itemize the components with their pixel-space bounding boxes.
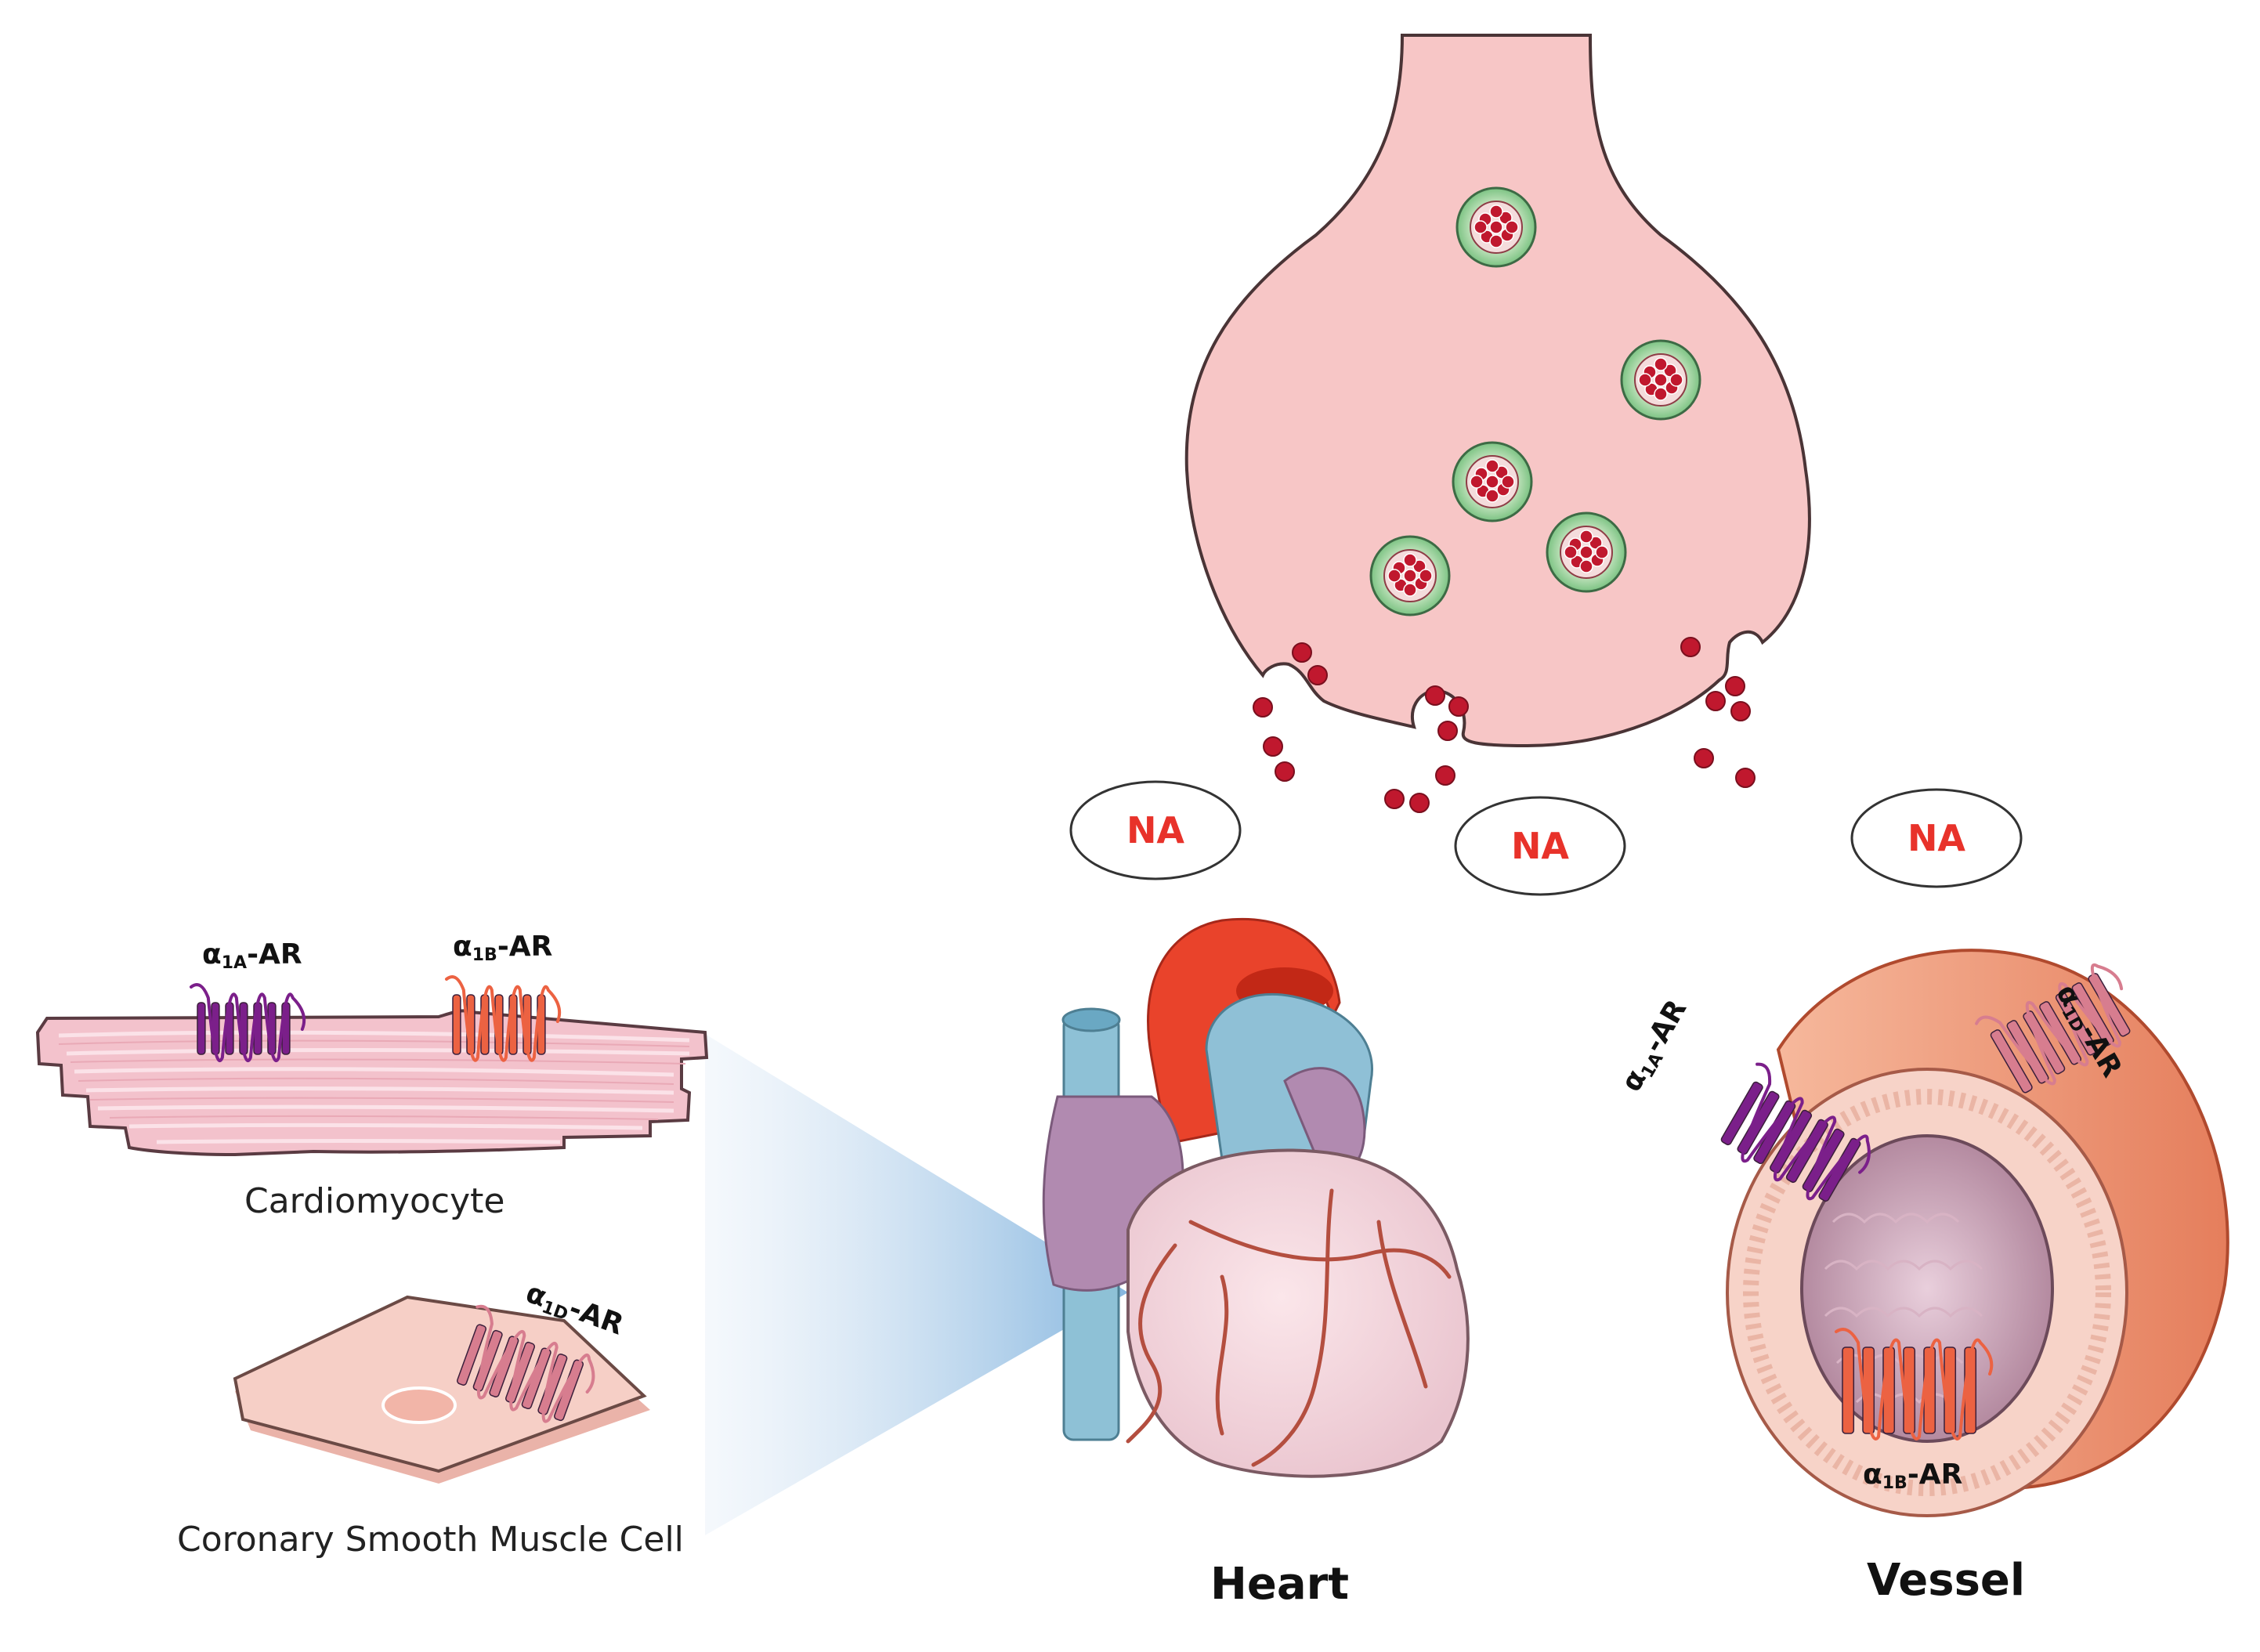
vesicle [1455, 186, 1537, 268]
alpha1b-label-vessel: α1B-AR [1863, 1459, 1962, 1493]
na-label: NA [1511, 825, 1569, 867]
coronary-smc-label: Coronary Smooth Muscle Cell [177, 1520, 684, 1560]
noradrenaline-molecule [1448, 696, 1469, 717]
noradrenaline-molecule [1705, 691, 1726, 711]
receptor-suffix: -AR [247, 938, 302, 971]
receptor-subtype: 1A [221, 953, 248, 973]
synaptic-vesicles [1369, 186, 1701, 616]
noradrenaline-molecule [1307, 665, 1328, 685]
noradrenaline-molecule [1292, 642, 1312, 663]
alpha1b-receptor-vessel [1835, 1328, 1994, 1441]
vessel-label: Vessel [1867, 1555, 2026, 1606]
receptor-suffix: -AR [497, 931, 553, 963]
released-noradrenaline [1253, 637, 1756, 813]
na-bubble-3: NA [1850, 788, 2023, 888]
receptor-symbol: α [453, 931, 472, 963]
receptor-subtype: 1B [1882, 1473, 1907, 1493]
heart-label: Heart [1210, 1559, 1350, 1610]
noradrenaline-molecule [1694, 748, 1714, 768]
noradrenaline-molecule [1409, 793, 1430, 813]
na-label: NA [1126, 809, 1184, 851]
noradrenaline-molecule [1437, 721, 1458, 741]
noradrenaline-molecule [1730, 701, 1751, 721]
noradrenaline-molecule [1435, 765, 1455, 786]
cardiomyocyte-label: Cardiomyocyte [244, 1181, 505, 1221]
receptor-symbol: α [1863, 1459, 1882, 1491]
na-label: NA [1907, 817, 1965, 859]
noradrenaline-molecule [1680, 637, 1701, 657]
receptor-subtype: 1B [472, 945, 497, 965]
noradrenaline-molecule [1275, 761, 1295, 782]
vesicle [1452, 441, 1533, 522]
vesicle [1369, 535, 1451, 616]
vesicle [1620, 339, 1701, 421]
alpha1b-label-cardiomyocyte: α1B-AR [453, 931, 552, 965]
alpha1a-label-cardiomyocyte: α1A-AR [202, 938, 302, 973]
vessel-illustration [1726, 949, 2229, 1517]
heart-illustration [1042, 917, 1470, 1478]
noradrenaline-molecule [1253, 697, 1273, 718]
noradrenaline-molecule [1735, 768, 1756, 788]
alpha1a-receptor-vessel [1720, 1062, 1871, 1202]
noradrenaline-molecule [1384, 789, 1405, 809]
nerve-terminal [1184, 34, 1811, 748]
receptor-symbol: α [202, 938, 222, 971]
zoom-beam [705, 1034, 1128, 1535]
noradrenaline-molecule [1725, 676, 1745, 696]
alpha1d-receptor-vessel [1975, 963, 2131, 1094]
vesicle [1546, 512, 1627, 593]
na-bubble-2: NA [1454, 796, 1626, 896]
noradrenaline-molecule [1425, 685, 1445, 706]
alpha1d-receptor-smooth-muscle [457, 1304, 595, 1423]
alpha1b-receptor-cardiomyocyte [445, 975, 562, 1062]
cardiomyocyte-cell [35, 1009, 709, 1157]
noradrenaline-molecule [1263, 736, 1283, 757]
na-bubble-1: NA [1069, 780, 1242, 880]
alpha1a-receptor-cardiomyocyte [190, 983, 306, 1063]
receptor-suffix: -AR [1907, 1459, 1963, 1491]
